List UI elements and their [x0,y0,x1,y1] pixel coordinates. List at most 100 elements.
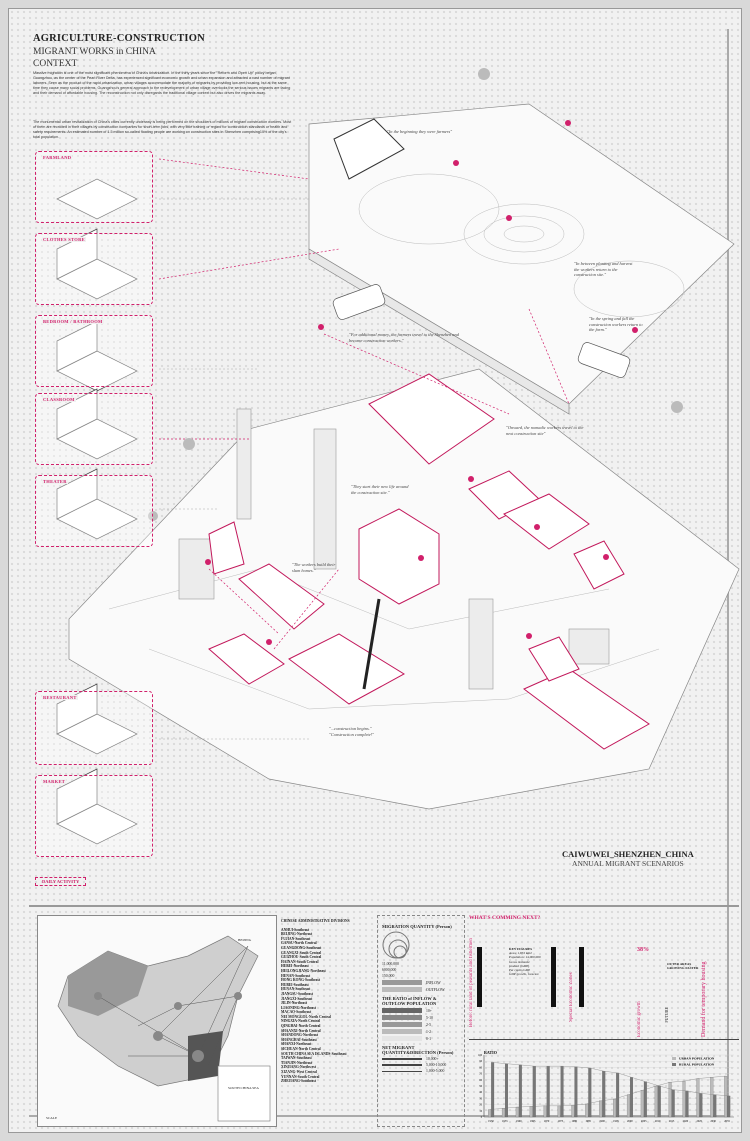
key-figure: Area: 1,953 km2 [509,951,532,956]
bar-urban [668,1082,672,1118]
ratio-row: 5-10 [382,1015,460,1020]
timeline-sez: Special Economic Zones [569,972,574,1022]
bar-urban [543,1105,547,1118]
mq-value: 6000,000 [382,968,397,972]
bar-rural [630,1077,633,1118]
province-item: HEBEI-Northeast [281,964,309,969]
outflow-label: OUTFLOW [426,987,445,992]
x-tick-label: 2000 [627,1120,633,1123]
province-item: SHAANXI-North Central [281,1028,321,1033]
subtitle: MIGRANT WORKS in CHINA [33,47,156,57]
bar-urban [488,1109,492,1118]
province-item: BEIJING-Northeast [281,932,313,937]
vignette-clothes-store: CLOTHES STORE [35,233,153,305]
key-figures: KEY FIGURES [509,947,533,951]
province-item: HAINAN-South Central [281,959,319,964]
quote-next-site: "Onward, the nomadic workers travel to t… [506,425,584,436]
x-tick-label: 2015 [669,1120,675,1123]
bar-rural [727,1095,731,1118]
net-row: 1,000-5,000 [382,1069,460,1073]
bar-urban [501,1108,505,1118]
migration-legend: MIGRATION QUANTITY (Person) 11,000,000 6… [377,915,465,1127]
legend-swatch [672,1057,676,1060]
y-tick-label: 50 [479,1085,482,1088]
key-figure: Gross domestic product (GDP) [509,959,531,968]
bar-rural [574,1066,578,1118]
bar-rural [588,1067,592,1118]
isometric-drawing [68,68,740,810]
province-item: NINGXIA-North Central [281,1019,321,1024]
bar-rural [699,1093,703,1118]
province-item: SHANXI-Northeast [281,1042,312,1047]
legend-swatch [672,1063,676,1066]
legend-label: URBAN POPULATION [679,1057,715,1061]
map-scale: SCALE [46,1116,58,1120]
y-tick-label: 80 [479,1066,482,1069]
quote-farmers: "In the beginning they were farmers" [387,129,453,134]
timeline-before: Before: rural land of peasants and fishe… [469,938,474,1027]
vignette-market: MARKET [35,775,153,857]
chart-title: RATIO [484,1050,497,1055]
bar-urban [640,1090,644,1118]
ratio-row: 10+ [382,1008,460,1013]
page-title: AGRICULTURE-CONSTRUCTION [33,33,205,44]
province-item: SHANGHAI-Southeast [281,1037,317,1042]
net-row: 5,000-10,000 [382,1063,460,1067]
vignette-bedroom: BEDROOM / BATHROOM [35,315,153,387]
bar-urban [682,1080,686,1118]
province-item: NEI MONGGOL-North Central [281,1014,331,1019]
bar-urban [529,1106,533,1118]
bar-urban [613,1098,617,1118]
x-tick-label: 1970 [544,1120,550,1123]
quote-new-life: "They start their new life around the co… [351,484,409,495]
x-tick-label: 1995 [613,1120,619,1123]
timeline: WHAT'S COMMING NEXT? Before: rural land … [469,907,739,1042]
x-tick-label: 1960 [516,1120,522,1123]
province-item: HONG KONG-Southeast [281,978,321,983]
y-tick-label: 100 [478,1054,483,1057]
timeline-heading: WHAT'S COMMING NEXT? [469,915,541,921]
magenta-buildings [208,118,650,750]
province-item: GUANGXI-South Central [281,950,322,955]
province-item: GUANGDONG-Southeast [281,945,322,950]
x-tick-label: 2020 [683,1120,689,1123]
vignette-restaurant: RESTAURANT [35,691,153,765]
quote-return-site: "In between planting and harvest the wor… [574,261,633,277]
province-item: GANSU-North Central [281,941,317,946]
farm-plateau [308,103,735,405]
province-item: YUNNAN-South Central [281,1074,320,1079]
province-item: HENAN-Southeast [281,973,311,978]
province-item: GUIZHOU-South Central [281,955,322,960]
crane [362,598,381,690]
province-item: LIAONING-Northeast [281,1005,316,1010]
site-subtitle: ANNUAL MIGRANT SCENARIOS [572,859,684,868]
section-title: CONTEXT [33,59,78,69]
y-tick-label: 40 [479,1091,482,1094]
timeline-future: FUTURE [664,1007,669,1023]
daily-activity-label: DAILY ACTIVITY [35,877,87,886]
province-item: JILIN-Northeast [281,1001,307,1006]
bar-urban [515,1106,519,1118]
bar-urban [626,1094,630,1118]
intro-paragraph-1: Massive migration is one of the most sig… [33,71,291,95]
province-item: TIANJIN-Northeast [281,1060,313,1065]
poster: AGRICULTURE-CONSTRUCTION MIGRANT WORKS i… [8,8,742,1133]
province-item: JIANGXI-Southeast [281,996,313,1001]
location-pins [205,120,638,645]
x-tick-label: 2035 [724,1120,730,1123]
y-tick-label: 10 [479,1110,482,1113]
site-title: CAIWUWEI_SHENZHEN_CHINA [562,849,694,859]
bar-urban [585,1103,589,1118]
legend-ratio-title: THE RATIO of INFLOW & OUTFLOW POPULATION [382,996,437,1006]
bar-rural [685,1090,689,1118]
series-line-1 [492,1062,729,1097]
bar-rural [491,1062,495,1118]
vignette-classroom: CLASSROOM [35,393,153,465]
mq-value: 11,000,000 [382,962,399,966]
bar-rural [602,1071,606,1118]
bottom-panel: BEIJING SOUTH CHINA SEA SCALE CHINESE AD… [29,905,739,1132]
map-label-beijing: BEIJING [238,938,252,942]
towers [178,408,610,690]
bar-rural [546,1066,550,1118]
